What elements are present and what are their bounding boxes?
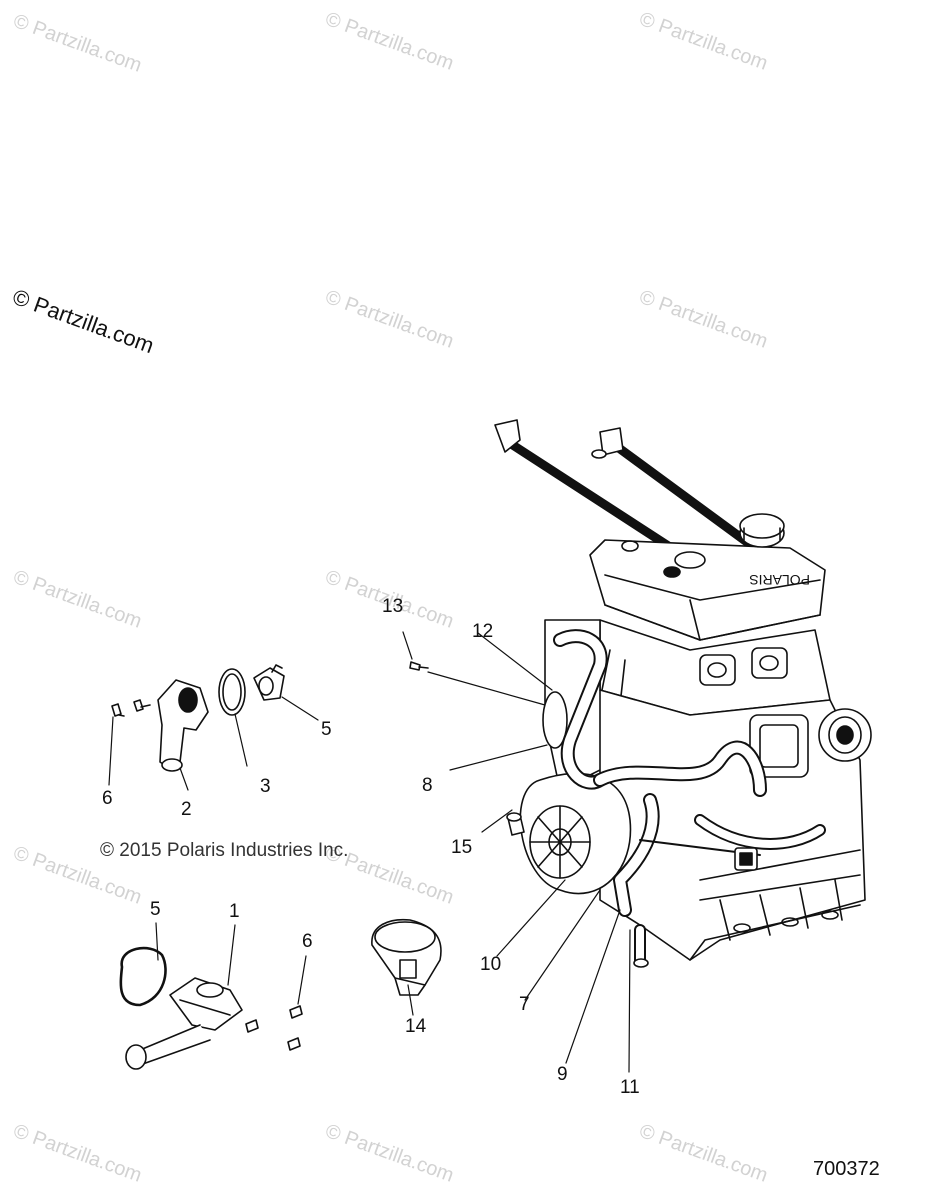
- valve-cover: POLARIS: [589, 513, 826, 641]
- thermostat-4: [253, 664, 285, 701]
- gasket-5: [119, 946, 167, 1007]
- breather-hoses: [494, 419, 760, 565]
- plug-15: [506, 812, 525, 836]
- callout-7: 7: [519, 994, 530, 1015]
- bolts-6-top: [111, 699, 151, 717]
- outlet-housing-1: [125, 977, 243, 1070]
- o-ring-3: [218, 668, 246, 716]
- callout-13: 13: [382, 596, 404, 617]
- valve-cover-logo: POLARIS: [749, 572, 810, 588]
- callout-9: 9: [557, 1064, 568, 1085]
- engine-assembly: POLARIS: [494, 419, 872, 968]
- callout-2: 2: [181, 799, 192, 820]
- callout-12: 12: [472, 621, 494, 642]
- cylinder-head: [599, 619, 831, 741]
- callout-8: 8: [422, 775, 433, 796]
- bolts-6-bottom: [245, 1005, 303, 1051]
- oil-filter: [749, 708, 872, 778]
- copyright-notice: © 2015 Polaris Industries Inc.: [100, 840, 349, 861]
- callout-10: 10: [480, 954, 502, 975]
- coolant-hoses: [553, 629, 826, 917]
- callout-6-bottom: 6: [302, 931, 313, 952]
- callout-3: 3: [260, 776, 271, 797]
- callout-11: 11: [620, 1077, 640, 1098]
- clamp-14: [371, 918, 442, 996]
- callout-15: 15: [451, 837, 473, 858]
- callout-1: 1: [229, 901, 240, 922]
- thermostat-housing-2: [157, 679, 209, 772]
- leader-lines: [108, 631, 631, 1073]
- coolant-outlet: [633, 924, 649, 968]
- callout-5: 5: [150, 899, 161, 920]
- bolt-13: [409, 661, 429, 671]
- callout-14: 14: [405, 1016, 427, 1037]
- stator-cover: [519, 691, 632, 895]
- diagram-reference-number: 700372: [813, 1158, 880, 1180]
- callout-6-top: 6: [102, 788, 113, 809]
- callout-4: 5: [321, 719, 332, 740]
